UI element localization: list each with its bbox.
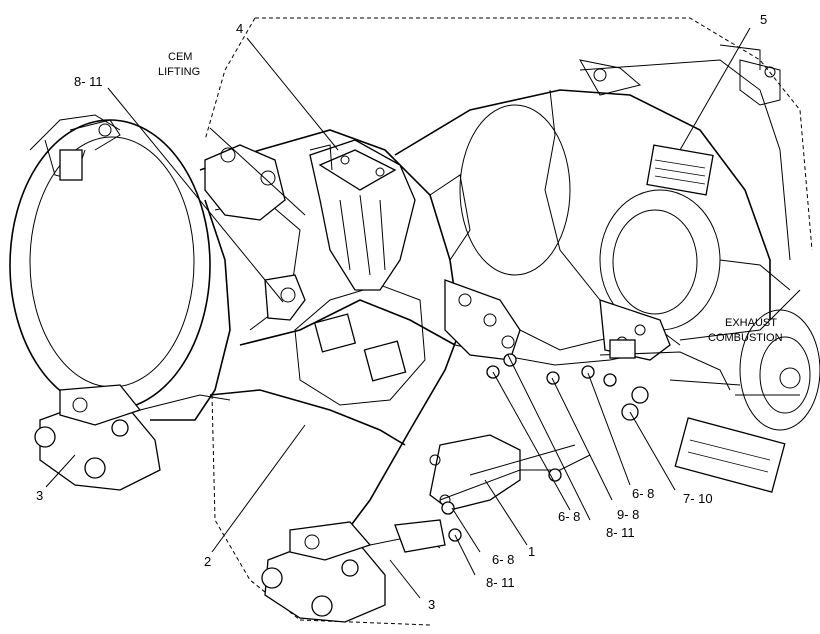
callout-5: 5 — [760, 12, 767, 27]
upper-left-bracket — [204, 144, 306, 321]
callout-4: 4 — [236, 21, 243, 36]
bottom-lower-mount — [261, 519, 446, 623]
callout-6-8-right: 6- 8 — [632, 486, 654, 501]
callout-9-8: 9- 8 — [617, 507, 639, 522]
transmission-case — [394, 59, 791, 331]
leader-lines — [45, 27, 751, 599]
callout-6-8-middle: 6- 8 — [558, 509, 580, 524]
callout-6-8-bottom: 6- 8 — [492, 552, 514, 567]
callout-8-11-top: 8- 11 — [74, 74, 103, 89]
exhaust-assembly — [669, 259, 820, 493]
left-lower-mount — [34, 384, 231, 491]
callout-8-11-middle: 8- 11 — [606, 525, 635, 540]
cem-lifting-note-line2: LIFTING — [158, 66, 200, 78]
bolts — [441, 353, 649, 542]
callout-8-11-bottom: 8- 11 — [486, 575, 515, 590]
callout-2: 2 — [204, 554, 211, 569]
left-housing-ring — [9, 114, 211, 411]
exhaust-link — [599, 339, 731, 391]
callout-3-bottom: 3 — [428, 597, 435, 612]
exhaust-note-line1: EXHAUST — [725, 317, 777, 329]
right-mount-brackets — [444, 279, 671, 361]
top-right-brackets — [579, 44, 781, 106]
lower-right-arm — [429, 434, 591, 511]
callout-7-10: 7- 10 — [683, 491, 713, 506]
callout-3-left: 3 — [36, 488, 43, 503]
callout-1: 1 — [528, 544, 535, 559]
cem-lifting-bracket — [309, 139, 416, 291]
exhaust-note-line2: COMBUSTION — [708, 332, 783, 344]
cem-lifting-note-line1: CEM — [168, 51, 192, 63]
